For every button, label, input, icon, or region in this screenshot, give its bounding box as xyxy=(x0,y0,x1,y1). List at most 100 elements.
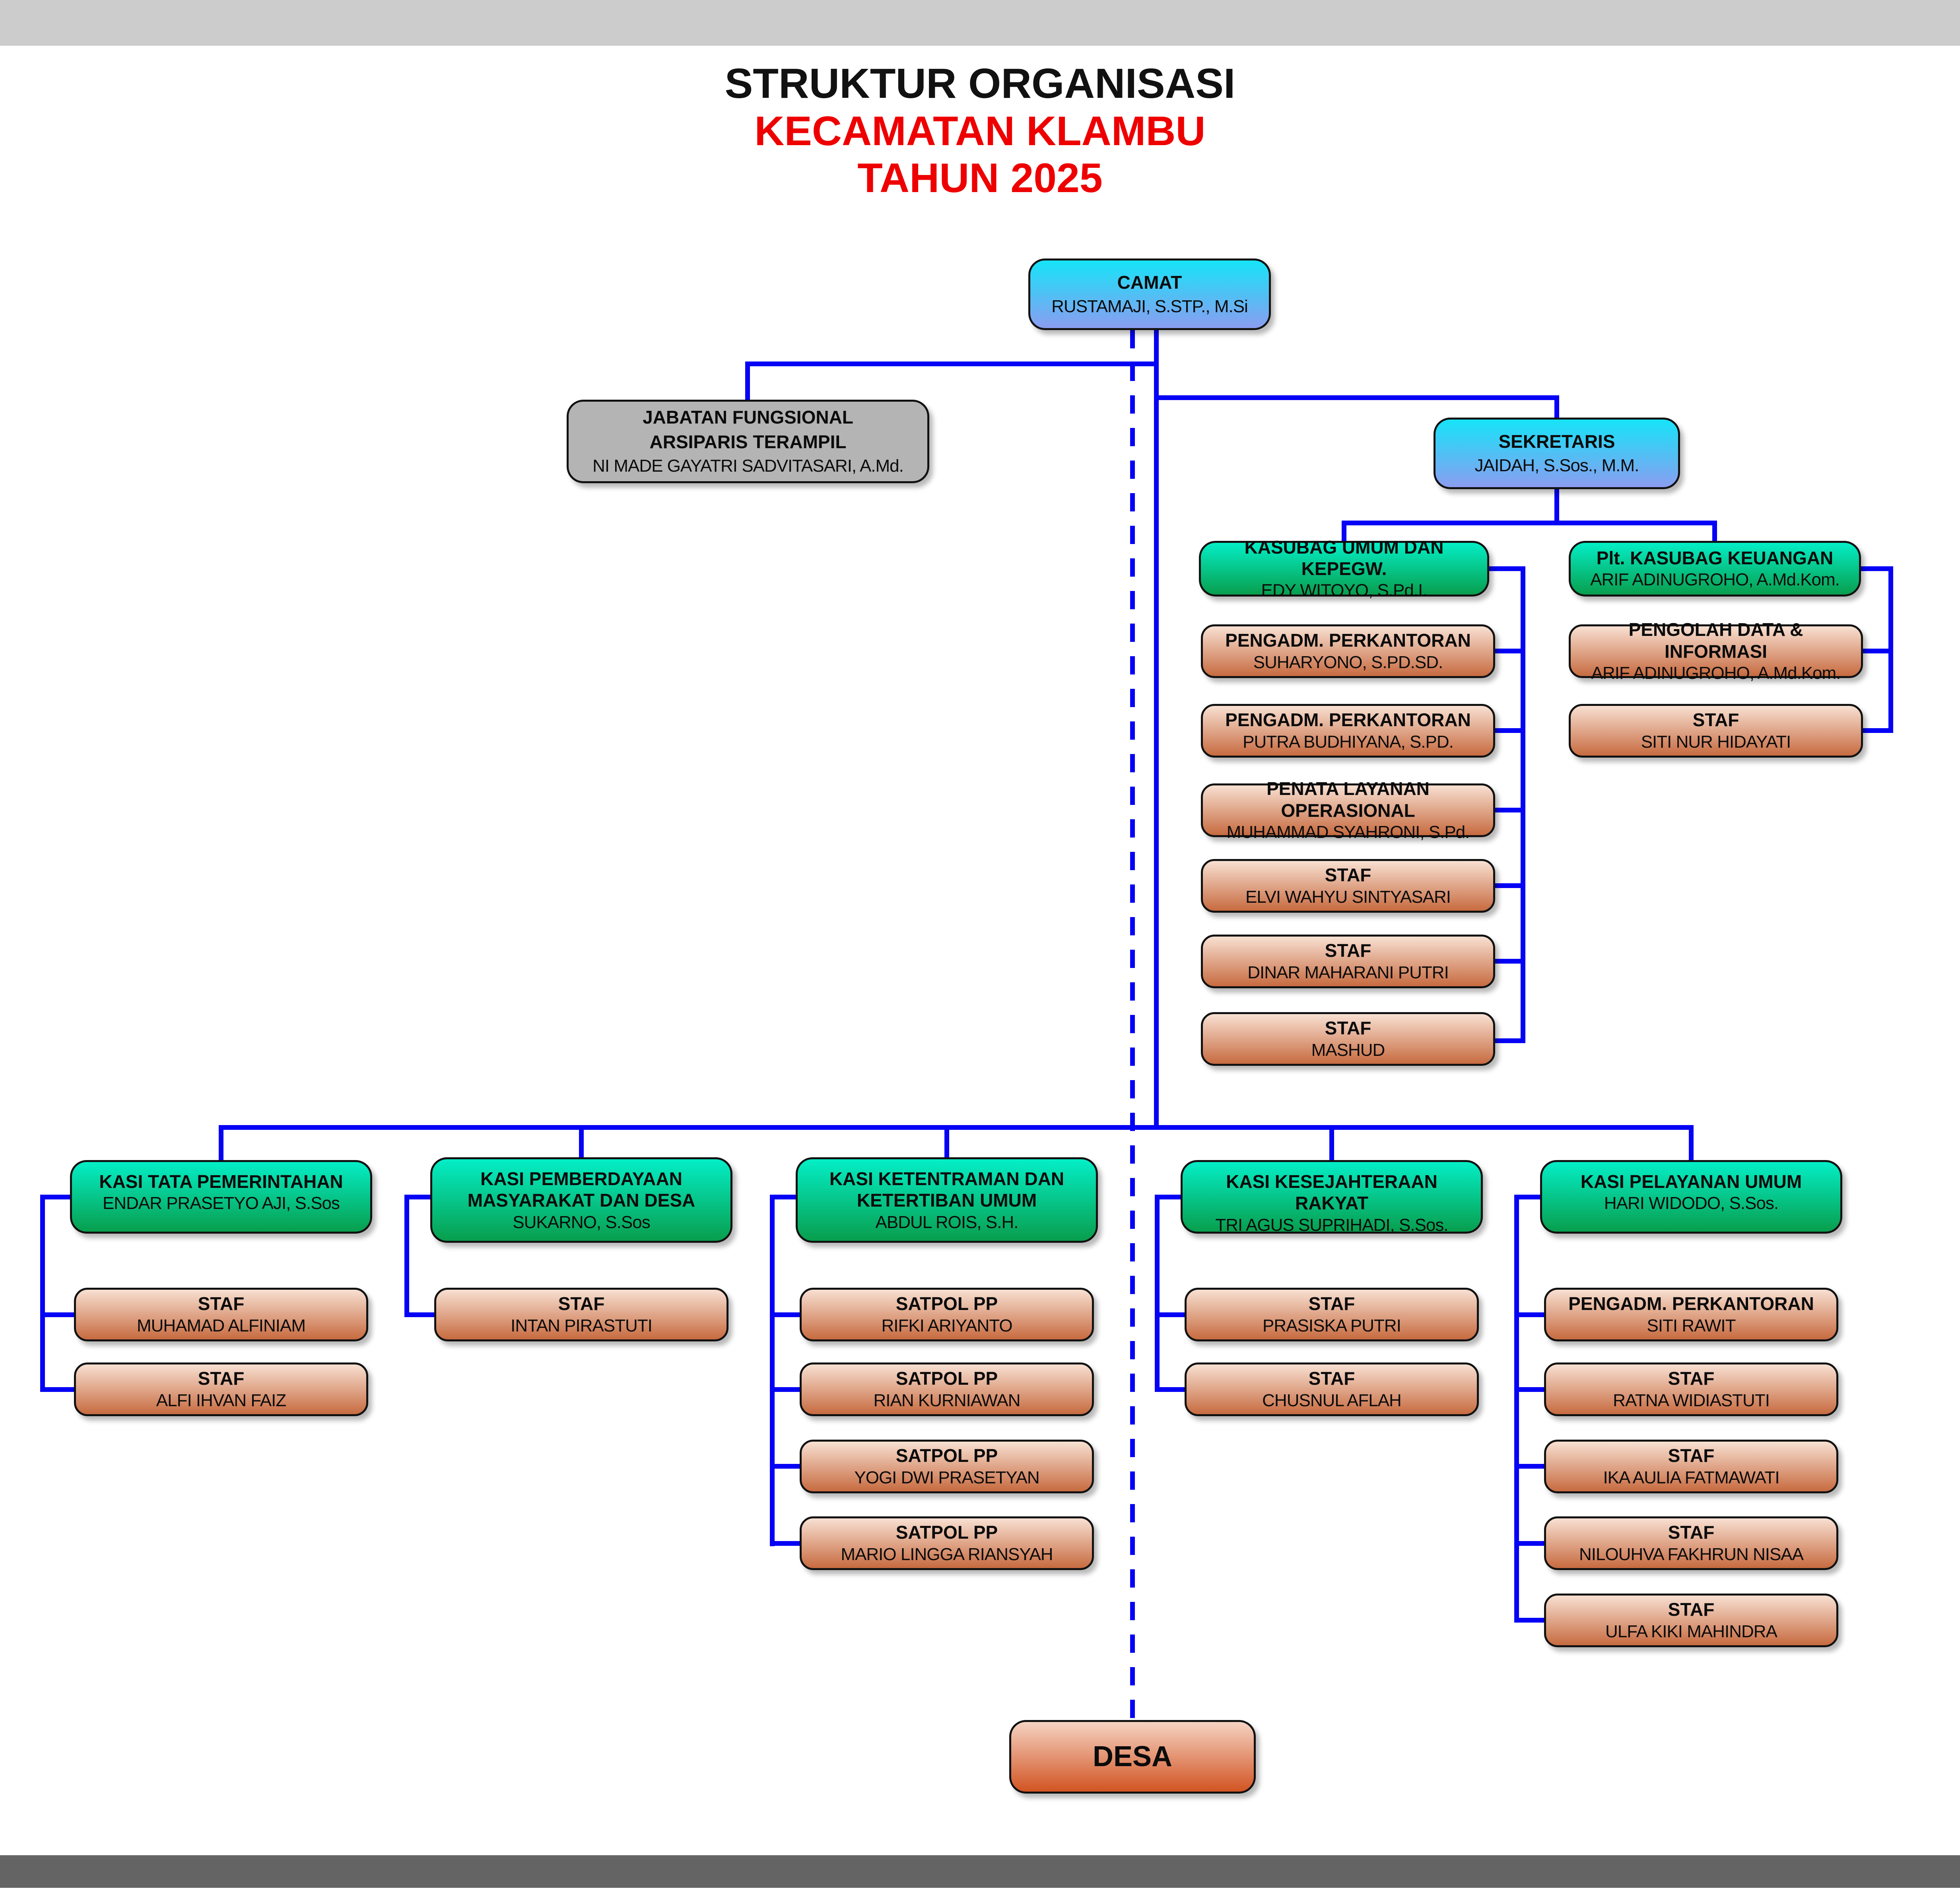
node-person: PUTRA BUDHIYANA, S.PD. xyxy=(1243,732,1454,752)
node-staf-elvi: STAF ELVI WAHYU SINTYASARI xyxy=(1201,859,1495,913)
node-title: DESA xyxy=(1092,1741,1173,1773)
node-person: NI MADE GAYATRI SADVITASARI, A.Md. xyxy=(592,456,904,476)
node-title: STAF xyxy=(1308,1293,1355,1314)
page-title-line2: KECAMATAN KLAMBU xyxy=(754,108,1206,154)
node-pengolah-data: PENGOLAH DATA & INFORMASI ARIF ADINUGROH… xyxy=(1569,619,1863,683)
node-kasi-kesejahteraan: KASI KESEJAHTERAAN RAKYAT TRI AGUS SUPRI… xyxy=(1181,1160,1483,1235)
node-title2: ARSIPARIS TERAMPIL xyxy=(649,431,847,453)
node-title: PENATA LAYANAN OPERASIONAL xyxy=(1267,778,1430,821)
node-title: SATPOL PP xyxy=(896,1368,998,1389)
connector-stub-putra xyxy=(1495,728,1525,733)
node-title: KASI KESEJAHTERAAN RAKYAT xyxy=(1226,1171,1437,1214)
node-title: KASI KETENTRAMAN DAN KETERTIBAN UMUM xyxy=(829,1168,1064,1211)
node-title: PENGOLAH DATA & INFORMASI xyxy=(1628,619,1803,662)
node-person: RIAN KURNIAWAN xyxy=(873,1390,1021,1410)
node-title: SATPOL PP xyxy=(896,1293,998,1314)
connector-kasi5-drop xyxy=(1689,1125,1694,1160)
connector-stub-kasubag-umum xyxy=(1489,566,1525,571)
node-satpol-mario: SATPOL PP MARIO LINGGA RIANSYAH xyxy=(800,1516,1094,1570)
connector-stub-chusnul xyxy=(1155,1387,1185,1392)
connector-rail-col3 xyxy=(770,1195,775,1546)
connector-trunk-vertical xyxy=(1154,330,1159,1127)
connector-kasi4-drop xyxy=(1329,1125,1334,1160)
node-title: SATPOL PP xyxy=(896,1445,998,1466)
node-title: CAMAT xyxy=(1117,272,1182,293)
node-person: RATNA WIDIASTUTI xyxy=(1613,1390,1770,1410)
connector-kasi2-drop xyxy=(579,1125,584,1160)
connector-stub-mario xyxy=(770,1541,800,1546)
page-title: STRUKTUR ORGANISASI KECAMATAN KLAMBU TAH… xyxy=(0,60,1960,202)
page-title-line1: STRUKTUR ORGANISASI xyxy=(725,60,1235,107)
connector-sekretaris-drop xyxy=(1554,395,1559,418)
node-staf-intan: STAF INTAN PIRASTUTI xyxy=(434,1288,728,1341)
connector-rail-umum xyxy=(1521,566,1525,1043)
node-staf-chusnul: STAF CHUSNUL AFLAH xyxy=(1185,1362,1479,1416)
bottom-gray-bar xyxy=(0,1855,1960,1888)
node-title: STAF xyxy=(198,1368,245,1389)
connector-stub-rian xyxy=(770,1387,800,1392)
node-person: TRI AGUS SUPRIHADI, S.Sos. xyxy=(1215,1215,1448,1235)
connector-stub-muhamad xyxy=(40,1312,74,1317)
node-person: MUHAMMAD SYAHRONI, S.Pd. xyxy=(1226,822,1470,842)
node-person: SUHARYONO, S.PD.SD. xyxy=(1253,652,1443,672)
connector-stub-yogi xyxy=(770,1464,800,1469)
node-person: NILOUHVA FAKHRUN NISAA xyxy=(1579,1544,1804,1564)
connector-stub-ika xyxy=(1514,1464,1544,1469)
connector-stub-kasi5 xyxy=(1514,1195,1540,1199)
connector-stub-kasi2 xyxy=(404,1195,430,1199)
connector-stub-ulfa xyxy=(1514,1618,1544,1623)
node-person: YOGI DWI PRASETYAN xyxy=(854,1467,1039,1487)
connector-stub-intan xyxy=(404,1312,434,1317)
node-title: PENGADM. PERKANTORAN xyxy=(1568,1293,1814,1314)
node-title: STAF xyxy=(1692,709,1739,731)
node-satpol-rian: SATPOL PP RIAN KURNIAWAN xyxy=(800,1362,1094,1416)
connector-stub-alfi xyxy=(40,1387,74,1392)
connector-jabatan-drop xyxy=(745,361,750,400)
node-title: Plt. KASUBAG KEUANGAN xyxy=(1596,547,1834,568)
connector-kasi-rail xyxy=(219,1125,1694,1130)
node-kasi-tata-pemerintahan: KASI TATA PEMERINTAHAN ENDAR PRASETYO AJ… xyxy=(70,1160,372,1234)
node-title: STAF xyxy=(1325,1018,1371,1039)
node-person: ELVI WAHYU SINTYASARI xyxy=(1245,887,1451,907)
node-person: ULFA KIKI MAHINDRA xyxy=(1605,1621,1777,1641)
node-person: ARIF ADINUGROHO, A.Md.Kom. xyxy=(1591,663,1841,683)
node-person: RIFKI ARIYANTO xyxy=(881,1316,1012,1335)
node-kasubag-keuangan: Plt. KASUBAG KEUANGAN ARIF ADINUGROHO, A… xyxy=(1569,541,1861,597)
connector-stub-siti-rawit xyxy=(1514,1312,1544,1317)
node-person: JAIDAH, S.Sos., M.M. xyxy=(1474,456,1639,476)
connector-jabatan-horizontal xyxy=(745,361,1159,366)
node-person: PRASISKA PUTRI xyxy=(1263,1316,1401,1335)
node-staf-mashud: STAF MASHUD xyxy=(1201,1012,1495,1066)
connector-kasi1-drop xyxy=(219,1125,223,1160)
connector-stub-suharyono xyxy=(1495,649,1525,653)
node-title: SEKRETARIS xyxy=(1498,431,1615,452)
connector-stub-penata xyxy=(1495,808,1525,812)
connector-stub-elvi xyxy=(1495,883,1525,888)
node-person: SUKARNO, S.Sos xyxy=(513,1212,650,1232)
connector-stub-nilouhva xyxy=(1514,1541,1544,1546)
node-person: ALFI IHVAN FAIZ xyxy=(156,1390,286,1410)
node-title: STAF xyxy=(198,1293,245,1314)
connector-kasubag-split xyxy=(1342,521,1717,525)
node-kasi-pemberdayaan: KASI PEMBERDAYAAN MASYARAKAT DAN DESA SU… xyxy=(430,1157,732,1243)
node-person: DINAR MAHARANI PUTRI xyxy=(1247,962,1449,982)
node-sekretaris: SEKRETARIS JAIDAH, S.Sos., M.M. xyxy=(1434,418,1680,489)
node-kasubag-umum: KASUBAG UMUM DAN KEPEGW. EDY WITOYO, S.P… xyxy=(1199,537,1489,600)
node-title: SATPOL PP xyxy=(896,1522,998,1543)
node-person: ENDAR PRASETYO AJI, S.Sos xyxy=(102,1193,340,1213)
connector-stub-kasi4 xyxy=(1155,1195,1181,1199)
node-person: SITI NUR HIDAYATI xyxy=(1641,732,1791,752)
connector-rail-col1 xyxy=(40,1195,45,1392)
node-staf-ulfa: STAF ULFA KIKI MAHINDRA xyxy=(1544,1594,1838,1647)
connector-stub-rifki xyxy=(770,1312,800,1317)
node-staf-dinar: STAF DINAR MAHARANI PUTRI xyxy=(1201,935,1495,988)
connector-stub-pengolah xyxy=(1863,649,1893,653)
node-person: SITI RAWIT xyxy=(1647,1316,1736,1335)
node-staf-siti-nur: STAF SITI NUR HIDAYATI xyxy=(1569,704,1863,758)
node-person: IKA AULIA FATMAWATI xyxy=(1603,1467,1779,1487)
connector-sekretaris-horizontal xyxy=(1154,395,1559,400)
node-person: MUHAMAD ALFINIAM xyxy=(136,1316,306,1335)
node-title: STAF xyxy=(1668,1368,1715,1389)
node-title: KASI PELAYANAN UMUM xyxy=(1580,1171,1802,1192)
